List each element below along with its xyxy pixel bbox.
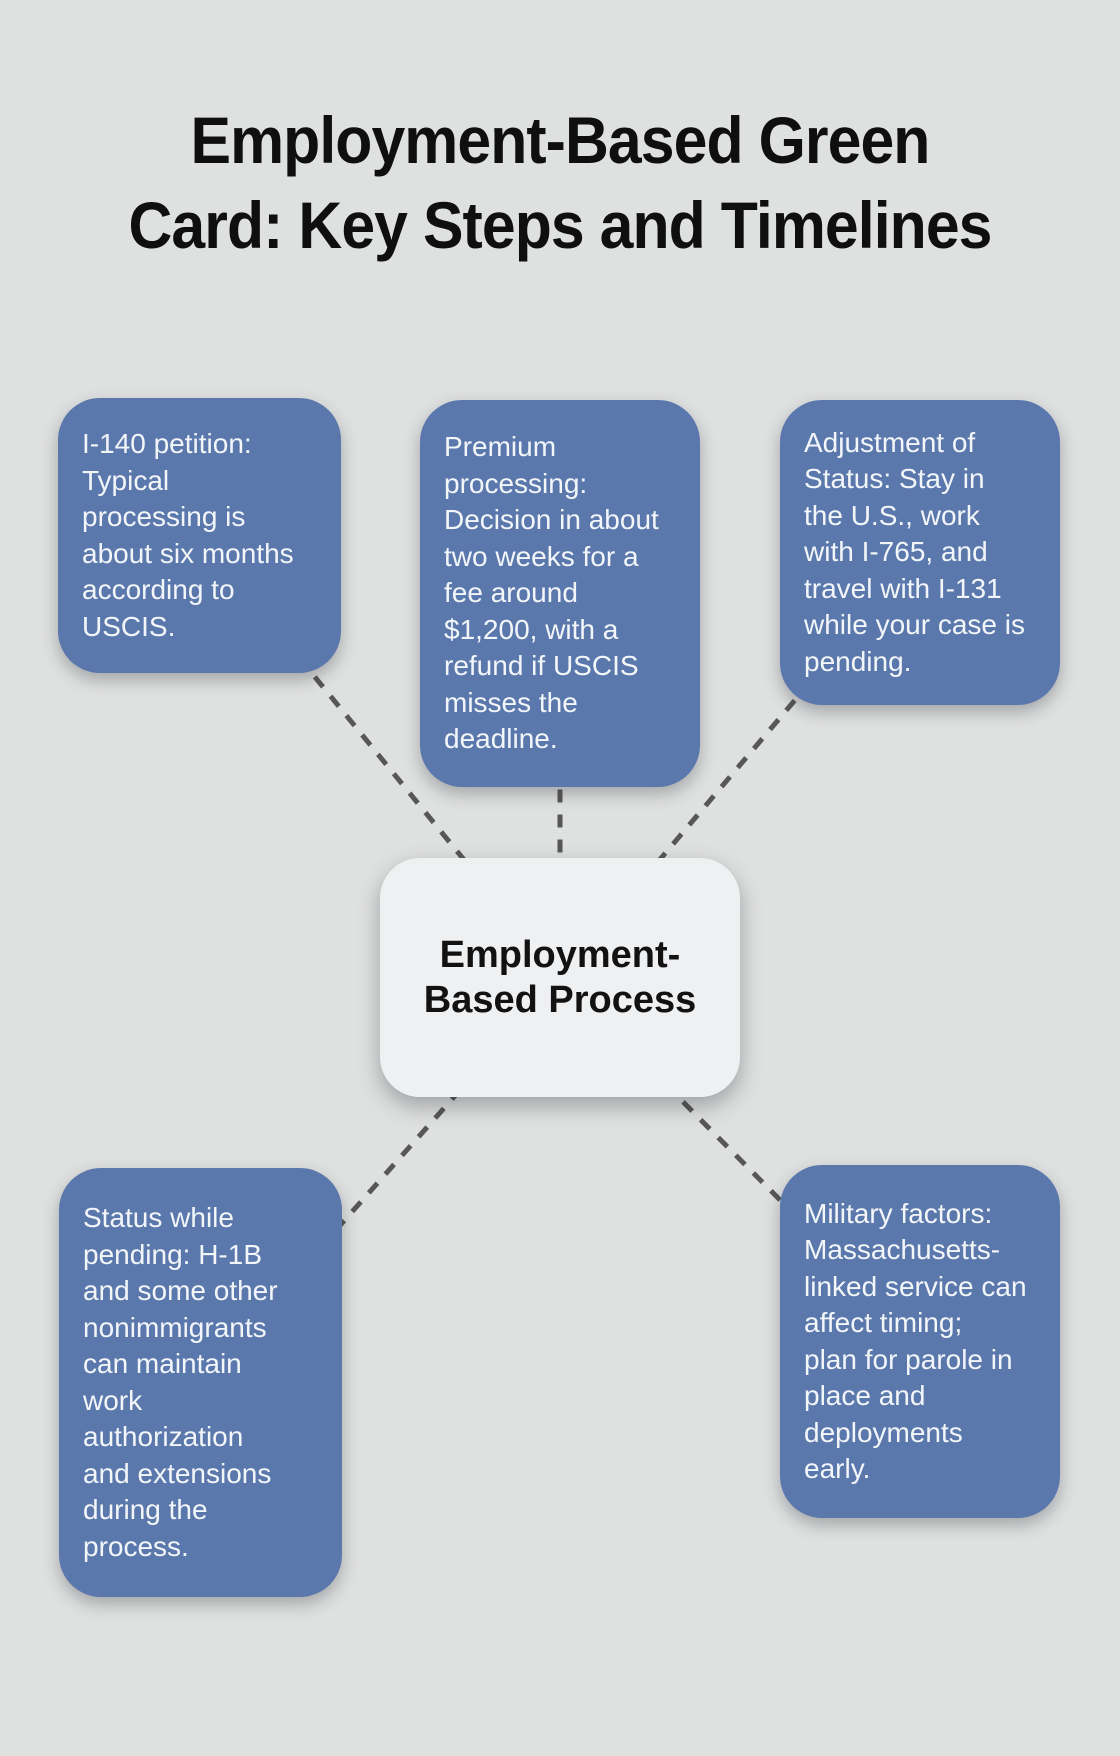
node-military-factors: Military factors: Massachusetts- linked … [780, 1165, 1060, 1518]
node-i140-petition: I-140 petition: Typical processing is ab… [58, 398, 341, 673]
node-status-while-pending: Status while pending: H-1B and some othe… [59, 1168, 342, 1597]
center-node-label: Employment- Based Process [423, 933, 697, 1021]
connector-line-aos [558, 550, 922, 980]
diagram-title: Employment-Based Green Card: Key Steps a… [128, 103, 992, 262]
node-military-factors-text: Military factors: Massachusetts- linked … [804, 1197, 1027, 1485]
node-premium-processing-text: Premium processing: Decision in about tw… [444, 431, 659, 755]
node-adjustment-of-status: Adjustment of Status: Stay in the U.S., … [780, 400, 1060, 705]
node-i140-petition-text: I-140 petition: Typical processing is ab… [82, 428, 294, 642]
node-adjustment-of-status-text: Adjustment of Status: Stay in the U.S., … [804, 426, 1025, 677]
center-node-employment-based-process: Employment- Based Process [380, 858, 740, 1097]
node-status-while-pending-text: Status while pending: H-1B and some othe… [83, 1202, 278, 1562]
node-premium-processing: Premium processing: Decision in about tw… [420, 400, 700, 787]
